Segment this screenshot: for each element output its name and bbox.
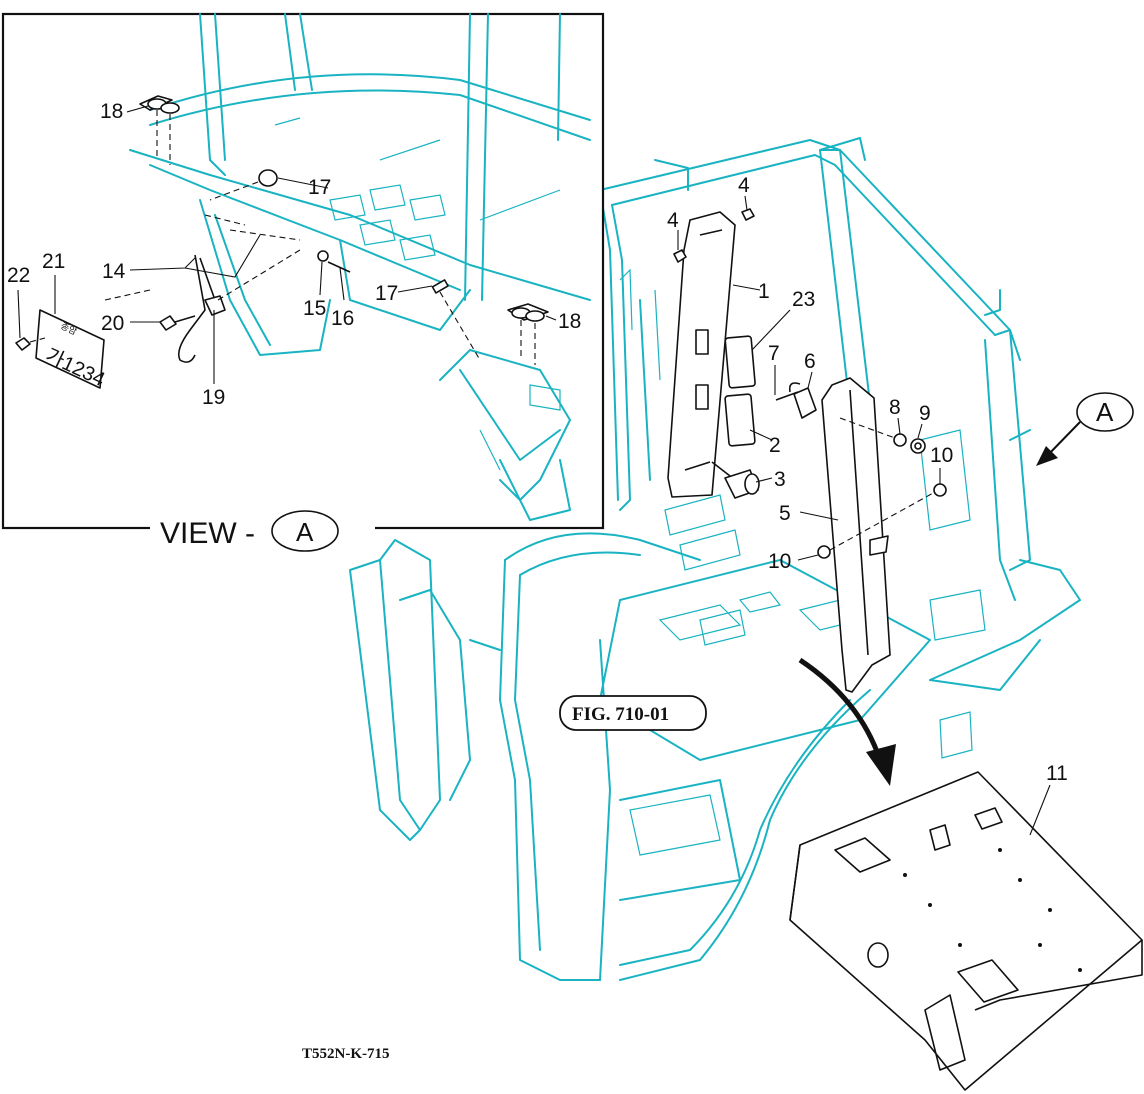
label-part-9: 9 — [919, 402, 931, 425]
drawing-code: T552N-K-715 — [302, 1046, 390, 1062]
view-letter-circle — [271, 510, 339, 552]
trim-parts — [667, 208, 1143, 1091]
label-part-10b: 10 — [768, 550, 791, 573]
label-part-3: 3 — [774, 468, 786, 491]
label-part-17a: 17 — [308, 176, 331, 199]
label-part-17b: 17 — [375, 282, 398, 305]
label-part-18b: 18 — [558, 310, 581, 333]
view-a-inset — [1, 12, 605, 530]
label-part-5: 5 — [779, 502, 791, 525]
label-part-6: 6 — [804, 350, 816, 373]
label-part-11: 11 — [1046, 762, 1068, 785]
label-part-10a: 10 — [930, 444, 953, 467]
callout-a-circle — [1076, 392, 1134, 432]
label-part-22: 22 — [7, 264, 30, 287]
label-part-18a: 18 — [100, 100, 123, 123]
label-part-19: 19 — [202, 386, 225, 409]
label-part-16: 16 — [331, 307, 354, 330]
fig-reference: FIG. 710-01 — [572, 704, 669, 725]
label-part-21: 21 — [42, 250, 65, 273]
leader-lines — [17, 105, 1051, 836]
inset-cab-frame — [129, 13, 591, 521]
label-part-23: 23 — [792, 288, 815, 311]
label-part-4a: 4 — [667, 209, 679, 232]
label-part-15: 15 — [303, 297, 326, 320]
label-part-14: 14 — [102, 260, 126, 283]
label-part-20: 20 — [101, 312, 124, 335]
label-part-7: 7 — [768, 342, 780, 365]
callout-a-letter: A — [1096, 397, 1114, 427]
callout-arrow-icon — [1036, 446, 1058, 466]
label-part-8: 8 — [889, 396, 901, 419]
view-caption: VIEW - — [160, 517, 255, 550]
label-part-2: 2 — [769, 434, 781, 457]
view-letter: A — [296, 517, 314, 547]
label-part-4b: 4 — [738, 174, 750, 197]
label-part-1: 1 — [758, 280, 770, 303]
fig-reference-box — [559, 695, 707, 731]
